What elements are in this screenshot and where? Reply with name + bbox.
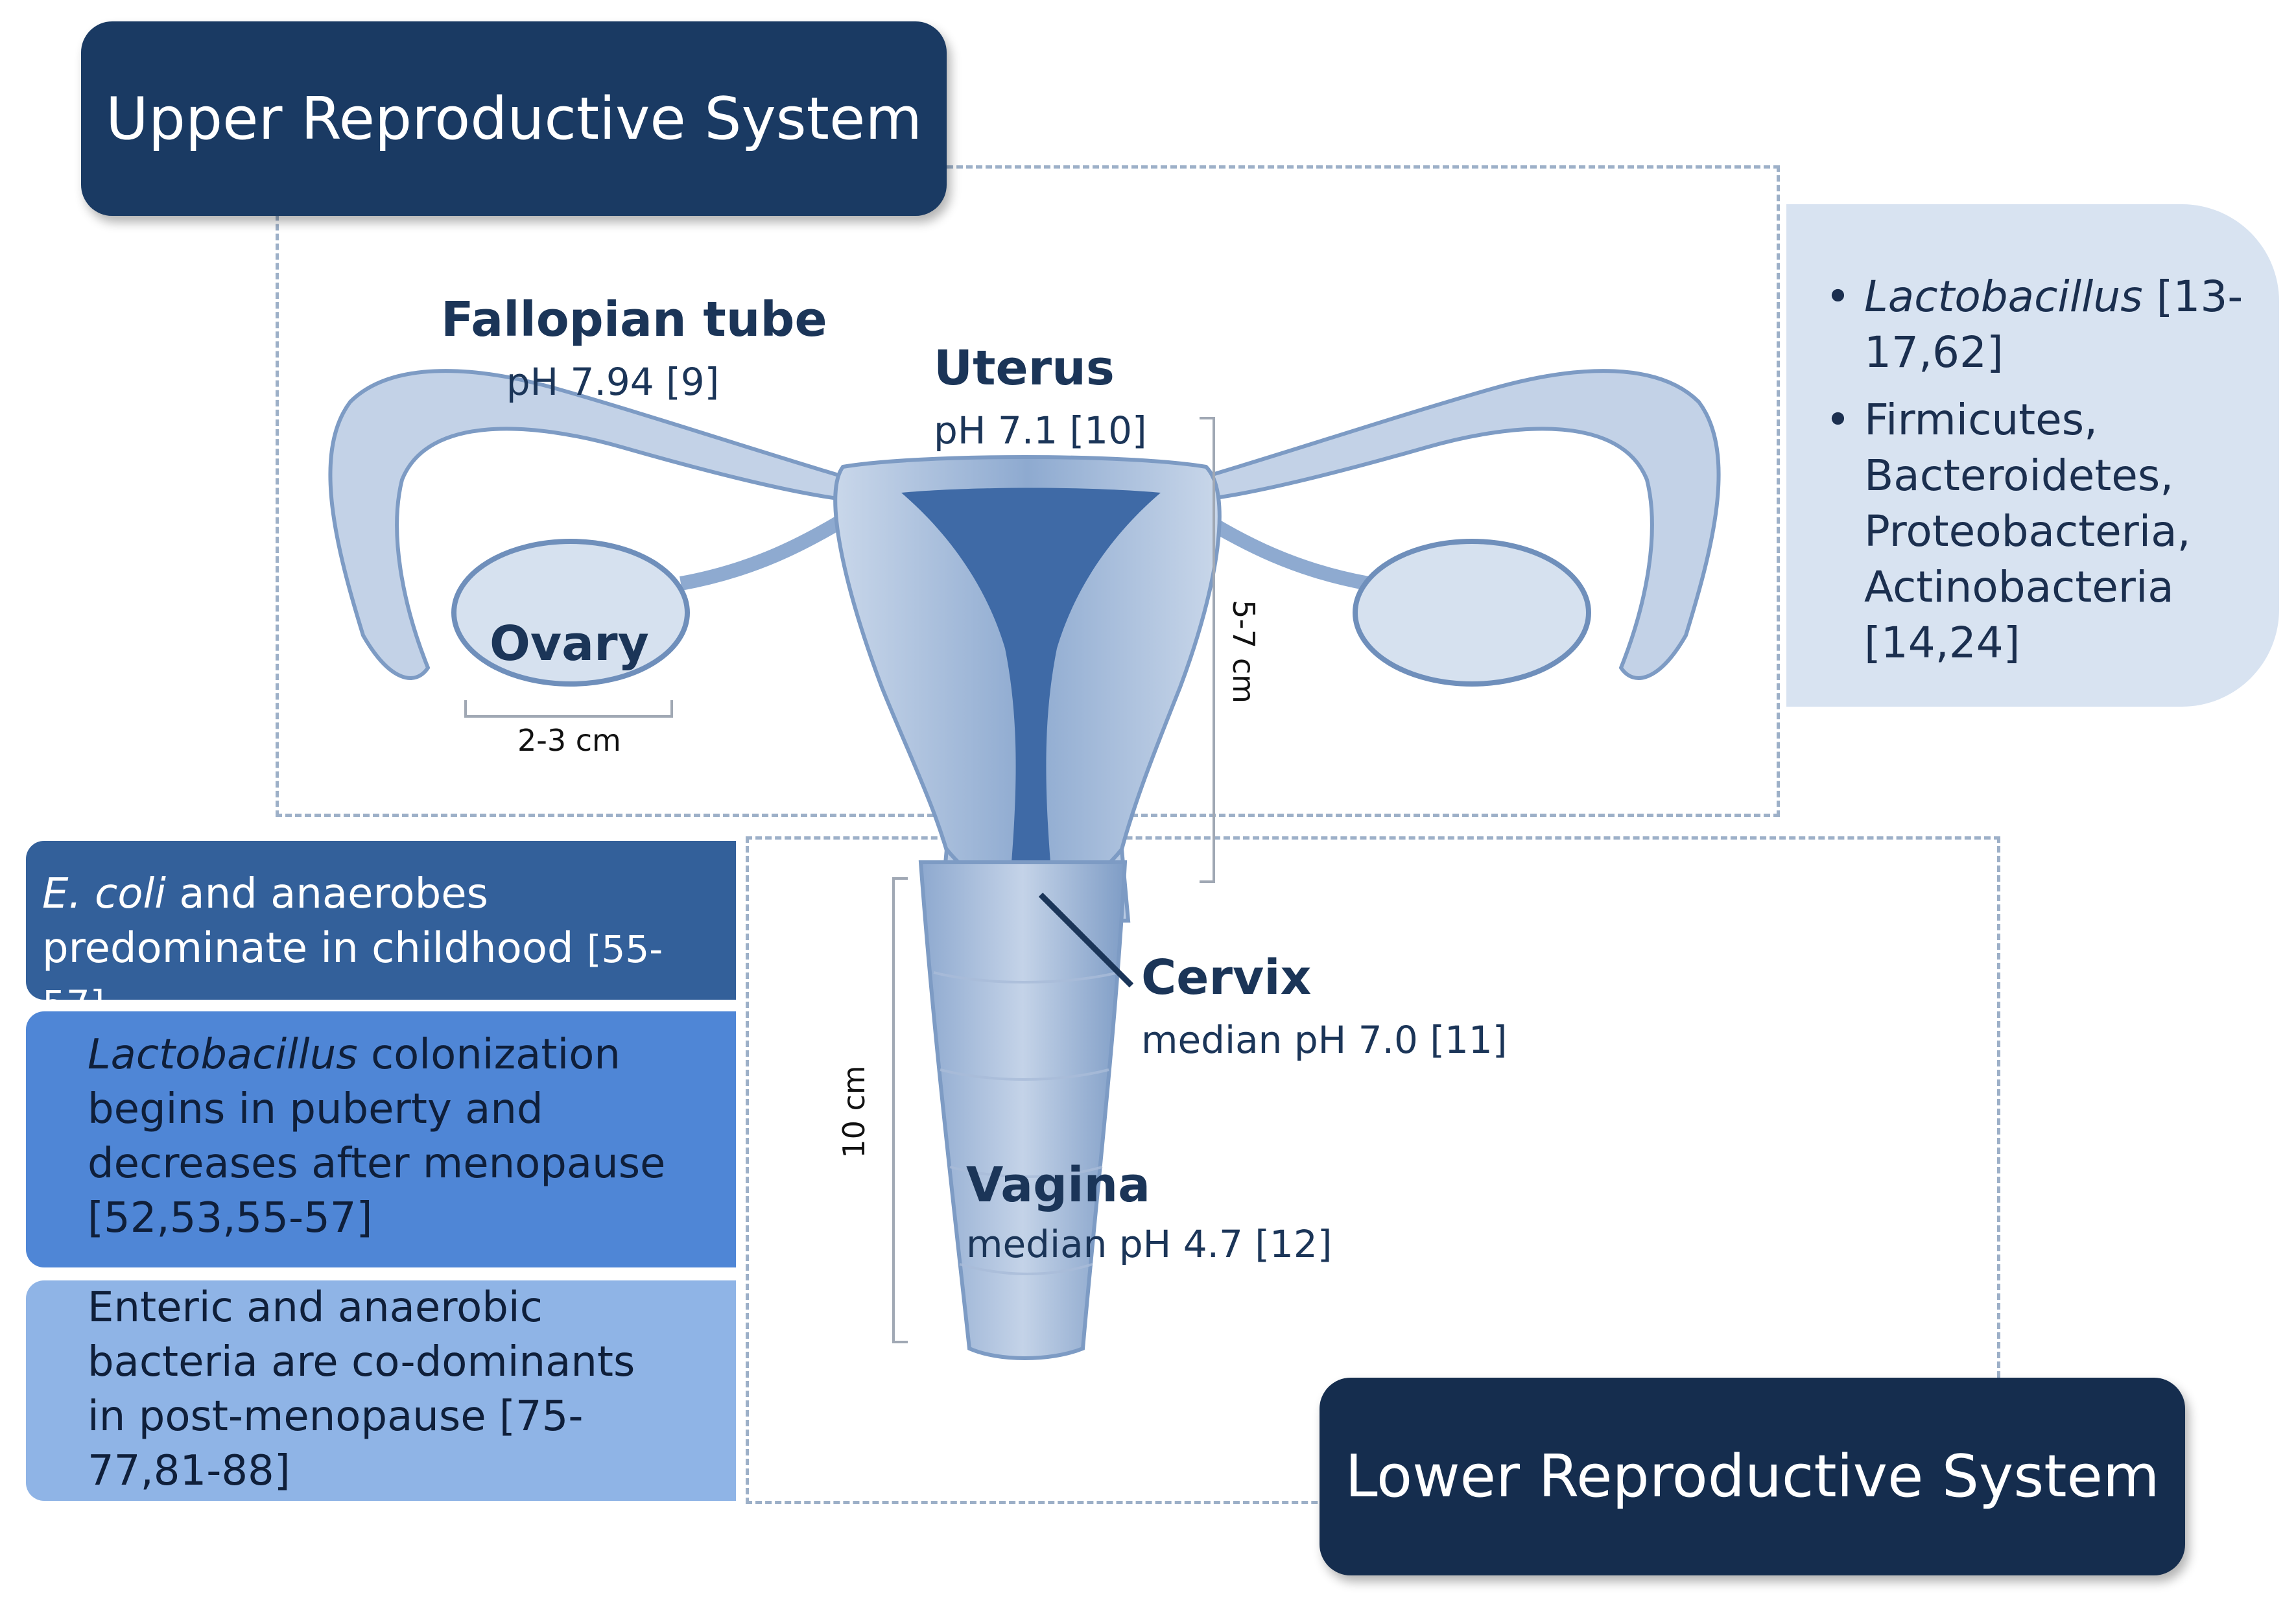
lower-system-title: Lower Reproductive System [1320,1378,2185,1575]
ovary-bracket [464,700,673,718]
vagina-label: Vagina [966,1157,1151,1213]
vagina-bracket [892,877,908,1343]
postmenopause-box: Enteric and anaerobic bacteria are co-do… [26,1280,736,1501]
upper-microbiota-box: Lactobacillus [13-17,62] Firmicutes, Bac… [1786,204,2279,707]
upper-microbiota-item: Firmicutes, Bacteroidetes, Proteobacteri… [1825,392,2227,671]
uterine-cavity [901,488,1161,862]
cervix-label: Cervix [1141,950,1312,1006]
uterus-length: 5-7 cm [1226,600,1261,703]
vagina-length: 10 cm [836,1065,871,1159]
fallopian-tube-label: Fallopian tube [441,292,827,347]
uterus-ph: pH 7.1 [10] [934,408,1147,453]
ovary-size: 2-3 cm [517,723,621,758]
fallopian-tube-ph: pH 7.94 [9] [506,360,720,404]
upper-microbiota-item: Lactobacillus [13-17,62] [1825,269,2253,381]
ovary-label: Ovary [490,616,649,672]
right-ovary [1353,539,1591,687]
upper-system-title: Upper Reproductive System [81,21,947,216]
cervix-ph: median pH 7.0 [11] [1141,1018,1508,1062]
left-fallopian-tube [328,369,845,680]
vagina-shape [918,860,1128,1360]
right-fallopian-tube [1204,369,1721,680]
cervix-pointer [1038,892,1134,988]
left-ovary [451,539,690,687]
puberty-box: Lactobacillus colonization begins in pub… [26,1011,736,1267]
vagina-ph: median pH 4.7 [12] [966,1222,1332,1266]
uterus-label: Uterus [934,340,1115,396]
childhood-box: E. coli and anaerobes predominate in chi… [26,841,736,1026]
uterus-bracket [1200,417,1215,883]
